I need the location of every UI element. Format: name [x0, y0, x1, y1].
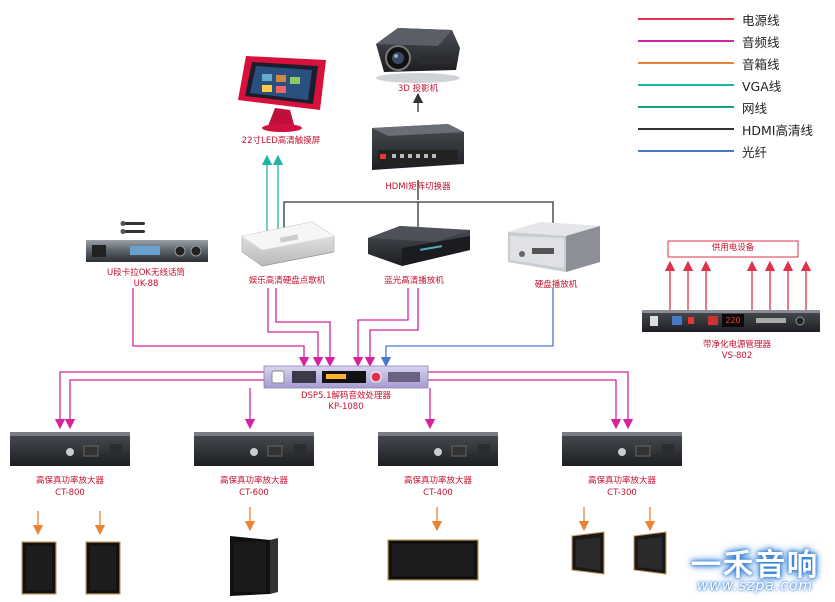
amp2-model: CT-600: [239, 488, 269, 498]
jukebox-image: [241, 221, 335, 267]
speaker-4-image: [387, 539, 479, 581]
legend-item: HDMI高清线: [638, 120, 828, 138]
legend-item: 电源线: [638, 10, 828, 28]
hdmi-switch-image: [372, 124, 464, 170]
legend-item: 音箱线: [638, 54, 828, 72]
legend-label: HDMI高清线: [742, 123, 813, 138]
power-display: 220: [725, 316, 741, 325]
amp3-model: CT-400: [423, 488, 453, 498]
amplifier-4-image: [562, 432, 682, 466]
jukebox-label: 娱乐高清硬盘点歌机: [248, 276, 326, 286]
amp1-model: CT-800: [55, 488, 85, 498]
amplifier-1-image: [10, 432, 130, 466]
legend-item: 网线: [638, 98, 828, 116]
legend-label: VGA线: [742, 79, 782, 94]
audio-lines-in: [132, 288, 419, 368]
bluray-label: 蓝光高清播放机: [384, 276, 444, 286]
dsp-label: DSP5.1解码音效处理器: [300, 391, 392, 401]
legend-item: VGA线: [638, 76, 828, 94]
legend-label: 网线: [742, 101, 768, 116]
legend-swatch: [638, 40, 734, 42]
legend-swatch: [638, 128, 734, 130]
mic-model: UK-88: [133, 279, 159, 289]
legend-label: 音箱线: [742, 57, 780, 72]
legend-swatch: [638, 62, 734, 64]
legend-swatch: [638, 18, 734, 20]
speaker-1-image: [21, 541, 57, 595]
speaker-lines: [32, 507, 656, 536]
amp2-label: 高保真功率放大器: [219, 476, 288, 486]
legend-swatch: [638, 106, 734, 108]
power-manager-image: [642, 310, 820, 332]
watermark-title: 一禾音响: [691, 548, 819, 583]
touch-screen-image: [238, 56, 326, 132]
amplifier-2-image: [194, 432, 314, 466]
mic-label: U段卡拉OK无线话筒: [107, 268, 185, 278]
watermark-url: www.szpa.com: [696, 578, 814, 594]
mic-receiver-image: [86, 221, 208, 262]
speaker-3-image: [230, 536, 278, 596]
amplifier-3-image: [378, 432, 498, 466]
hdmi-lines: [283, 92, 554, 238]
audio-lines-out: [54, 371, 634, 430]
speaker-6-image: [633, 531, 667, 575]
fiber-line: [380, 288, 554, 368]
legend-swatch: [638, 84, 734, 86]
dsp-model: KP-1080: [328, 402, 364, 412]
legend-item: 光纤: [638, 142, 828, 160]
hdd-player-image: [508, 222, 600, 272]
speaker-2-image: [85, 541, 121, 595]
legend-label: 音频线: [742, 35, 780, 50]
hdd-player-label: 硬盘播放机: [534, 280, 578, 290]
bluray-image: [368, 226, 470, 266]
amp1-label: 高保真功率放大器: [35, 476, 104, 486]
legend-item: 音频线: [638, 32, 828, 50]
speaker-5-image: [571, 531, 605, 575]
power-lines: [664, 260, 812, 310]
amp4-model: CT-300: [607, 488, 637, 498]
power-manager-label: 带净化电源管理器: [702, 340, 771, 350]
power-box-label: 供用电设备: [711, 243, 755, 253]
watermark: 一禾音响 www.szpa.com: [680, 540, 830, 598]
dsp-image: [263, 365, 429, 389]
projector-image: [376, 28, 460, 83]
vga-lines: [261, 154, 284, 236]
touch-screen-label: 22寸LED高清触摸屏: [241, 136, 321, 146]
power-box: [667, 240, 799, 258]
legend-label: 光纤: [742, 145, 768, 160]
amp3-label: 高保真功率放大器: [403, 476, 472, 486]
power-manager-model: VS-802: [721, 351, 753, 361]
legend-label: 电源线: [742, 13, 780, 28]
hdmi-switch-label: HDMI矩阵切换器: [385, 182, 451, 192]
legend-swatch: [638, 150, 734, 152]
amp4-label: 高保真功率放大器: [587, 476, 656, 486]
projector-label: 3D 投影机: [397, 84, 439, 94]
